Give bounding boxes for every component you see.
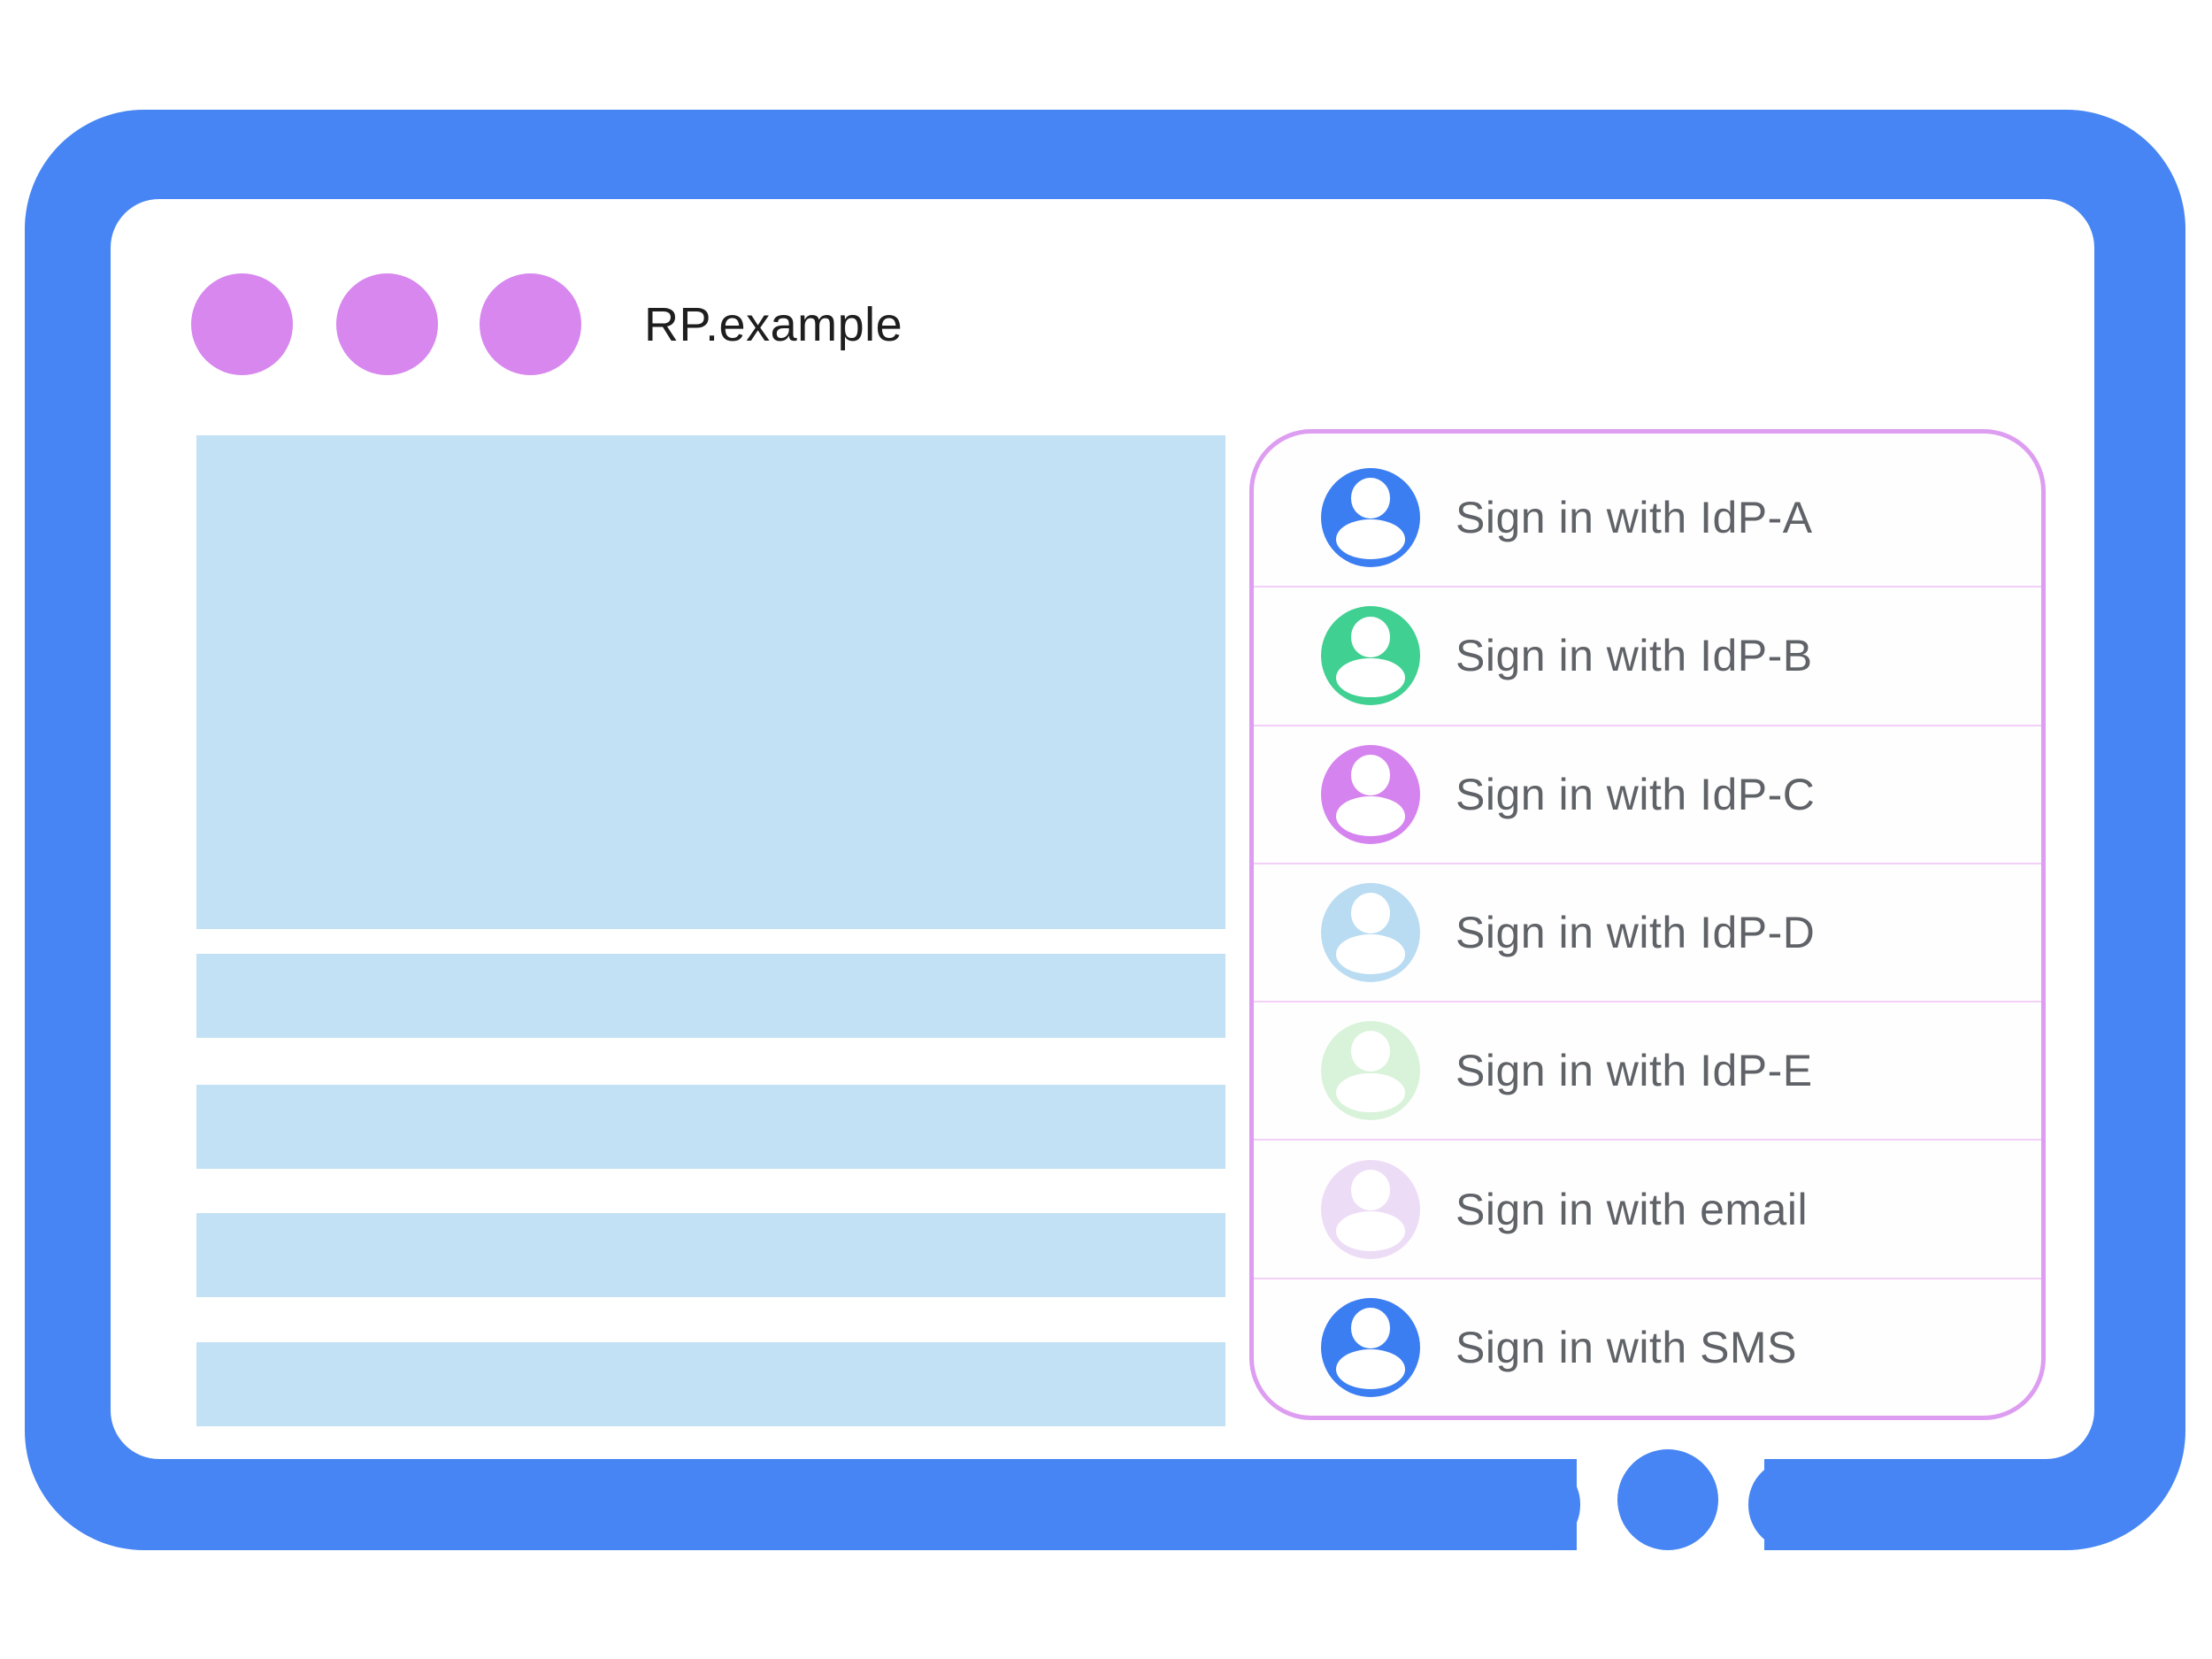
signin-option[interactable]: Sign in with email <box>1254 1139 2041 1277</box>
person-head-shape <box>1350 893 1391 934</box>
signin-option[interactable]: Sign in with IdP-A <box>1254 449 2041 586</box>
signin-option[interactable]: Sign in with IdP-C <box>1254 724 2041 863</box>
person-head-shape <box>1350 1169 1391 1210</box>
signin-option-label: Sign in with IdP-B <box>1455 631 1813 681</box>
window-control-dot[interactable] <box>480 273 581 375</box>
person-head-shape <box>1350 478 1391 519</box>
person-head-shape <box>1350 616 1391 657</box>
person-head-shape <box>1350 1308 1391 1348</box>
person-shoulders-shape <box>1336 657 1405 698</box>
person-head-shape <box>1350 754 1391 795</box>
person-icon <box>1321 1159 1420 1259</box>
person-shoulders-shape <box>1336 1349 1405 1389</box>
bottom-bar-right-cap <box>1748 1459 1833 1550</box>
signin-option-label: Sign in with IdP-A <box>1455 493 1813 543</box>
person-icon <box>1321 882 1420 982</box>
signin-option-label: Sign in with IdP-C <box>1455 769 1816 819</box>
window-control-dot[interactable] <box>191 273 293 375</box>
person-icon <box>1321 468 1420 568</box>
text-line-placeholder <box>196 1085 1225 1169</box>
person-head-shape <box>1350 1031 1391 1072</box>
person-icon <box>1321 606 1420 706</box>
signin-options-panel: Sign in with IdP-A Sign in with IdP-B Sign… <box>1249 429 2046 1420</box>
signin-option[interactable]: Sign in with IdP-D <box>1254 862 2041 1001</box>
text-line-placeholder <box>196 954 1225 1038</box>
bottom-bar-left-cap <box>1495 1459 1580 1550</box>
page-title: RP.example <box>644 298 903 351</box>
signin-option[interactable]: Sign in with IdP-E <box>1254 1001 2041 1139</box>
signin-option-label: Sign in with IdP-D <box>1455 907 1816 957</box>
person-shoulders-shape <box>1336 934 1405 975</box>
signin-options-list: Sign in with IdP-A Sign in with IdP-B Sign… <box>1254 434 2041 1416</box>
window-control-dot[interactable] <box>336 273 438 375</box>
person-shoulders-shape <box>1336 1210 1405 1251</box>
signin-option-label: Sign in with IdP-E <box>1455 1046 1813 1096</box>
signin-option[interactable]: Sign in with SMS <box>1254 1277 2041 1416</box>
hero-image-placeholder <box>196 435 1225 929</box>
signin-option-label: Sign in with SMS <box>1455 1322 1797 1372</box>
person-icon <box>1321 1297 1420 1397</box>
home-button[interactable] <box>1617 1449 1718 1550</box>
signin-option[interactable]: Sign in with IdP-B <box>1254 586 2041 724</box>
person-shoulders-shape <box>1336 519 1405 560</box>
text-line-placeholder <box>196 1213 1225 1297</box>
person-shoulders-shape <box>1336 1072 1405 1113</box>
signin-option-label: Sign in with email <box>1455 1184 1809 1234</box>
text-line-placeholder <box>196 1342 1225 1426</box>
person-icon <box>1321 1021 1420 1121</box>
person-shoulders-shape <box>1336 795 1405 836</box>
person-icon <box>1321 744 1420 844</box>
